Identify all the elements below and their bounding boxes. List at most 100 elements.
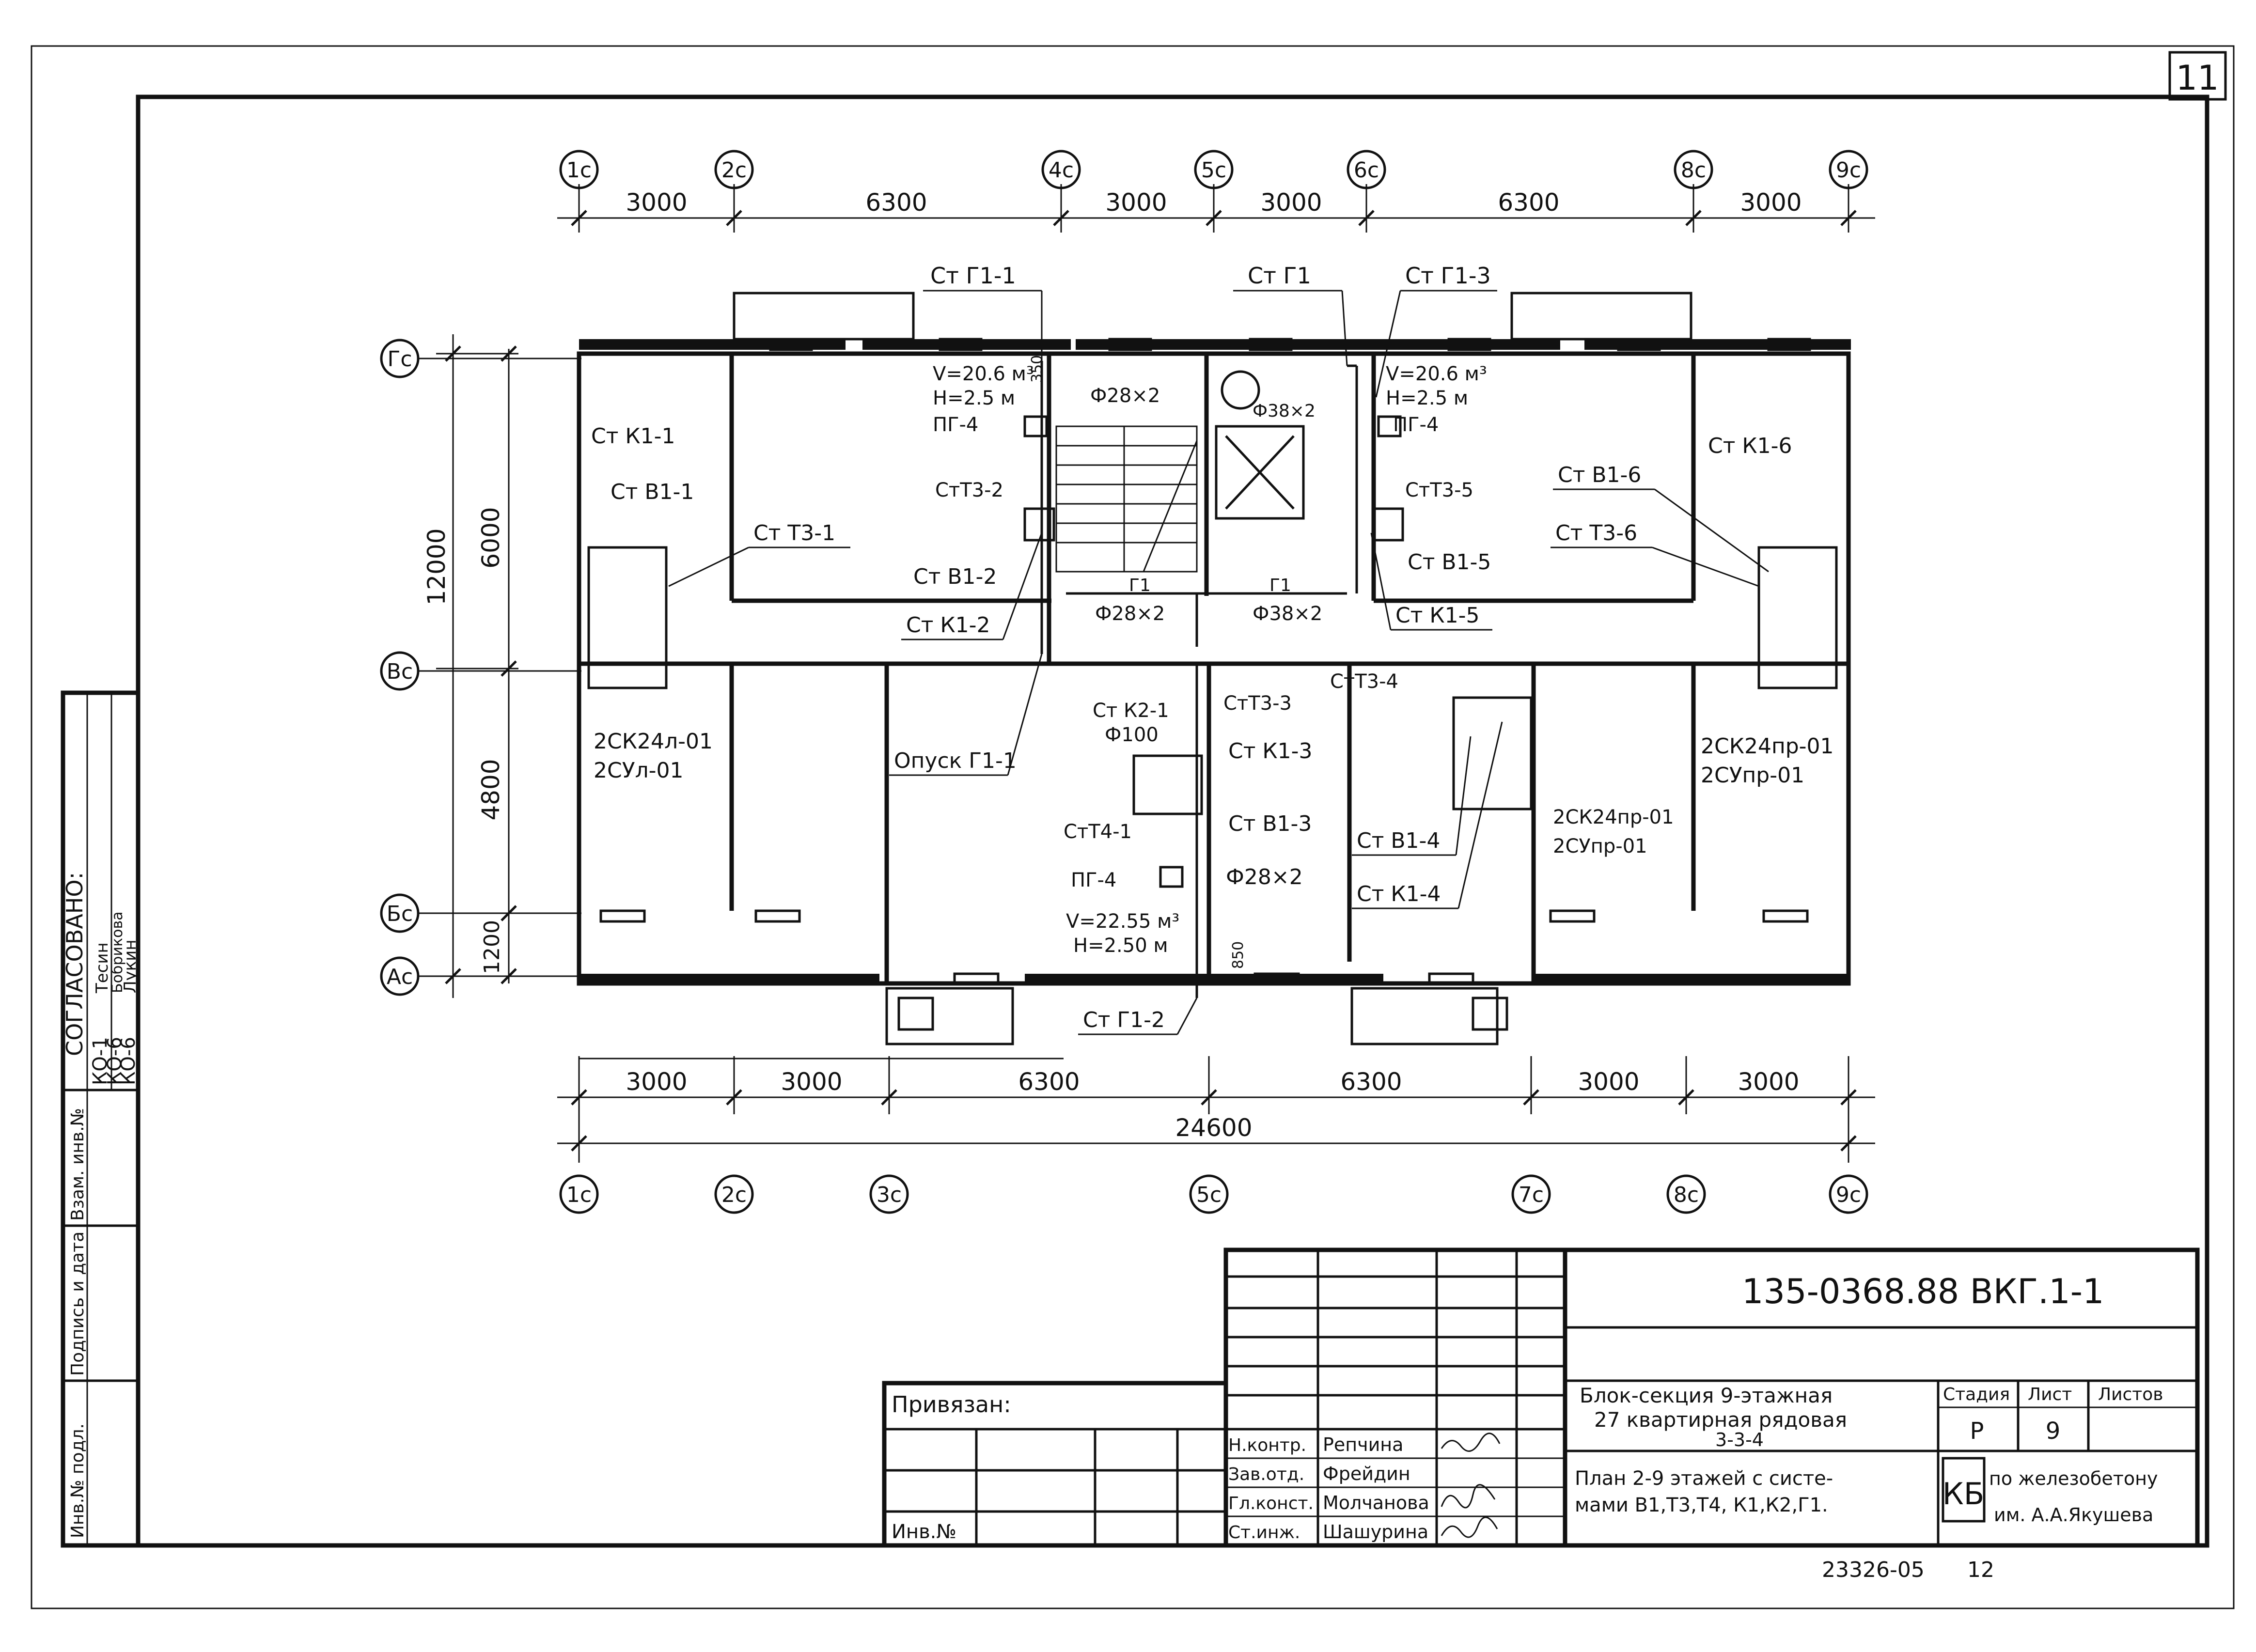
sheet-number-box xyxy=(2168,51,2227,101)
tb-title-2: 27 квартирная рядовая xyxy=(1594,1408,1847,1432)
label-ct-g1-2: Ст Г1-2 xyxy=(1083,1008,1165,1032)
label-ct-k1-5: Ст К1-5 xyxy=(1395,603,1479,628)
axis-bottom-2c: 2с xyxy=(721,1183,747,1207)
label-ct-t3-3: СтТ3-3 xyxy=(1223,692,1292,715)
tb-sheets-header: Листов xyxy=(2098,1385,2163,1404)
label-ct-k1-2: Ст К1-2 xyxy=(906,613,990,638)
dim-left-4800: 4800 xyxy=(477,759,505,820)
axis-left-Bc: Бс xyxy=(387,902,413,926)
label-ct-v1-3: Ст В1-3 xyxy=(1228,811,1312,836)
label-h-right: Н=2.5 м xyxy=(1386,387,1468,409)
label-h-left: Н=2.5 м xyxy=(933,387,1015,409)
callout-labels: Ст Г1-1 Ст Г1 Ст Г1-3 V=20.6 м³ Н=2.5 м … xyxy=(591,263,1834,1035)
label-ct-g1: Ст Г1 xyxy=(1248,263,1311,289)
top-axis-markers: 1с 2с 4с 5с 6с 8с 9с xyxy=(559,150,1868,189)
tb-role-3: Гл.конст. xyxy=(1228,1494,1314,1513)
side-approval-block: СОГЛАСОВАНО: КО-1 КО-6 КО-6 Тесин Бобрик… xyxy=(61,690,141,1548)
label-phi28x2-low: Ф28×2 xyxy=(1226,865,1303,889)
side-code-3: КО-6 xyxy=(117,1037,140,1085)
side-label-sign: Подпись и дата xyxy=(68,1231,88,1376)
axis-top-4c: 4с xyxy=(1049,158,1074,183)
label-sk-right-2: 2СУпр-01 xyxy=(1701,763,1804,788)
side-name-2: Бобрикова xyxy=(109,911,126,993)
label-ct-t3-4: СтТ3-4 xyxy=(1330,670,1398,693)
label-ct-v1-2: Ст В1-2 xyxy=(913,564,997,589)
building-plan xyxy=(577,292,1851,1045)
axis-top-9c: 9с xyxy=(1836,158,1861,183)
sheet-number: 11 xyxy=(2176,58,2219,98)
tb-doc-code: 135-0368.88 ВКГ.1-1 xyxy=(1742,1272,2104,1311)
label-g1-left: Г1 xyxy=(1129,576,1151,595)
tb-sheet-title-2: мами В1,Т3,Т4, К1,К2,Г1. xyxy=(1575,1494,1828,1516)
tb-org-2: им. А.А.Якушева xyxy=(1994,1504,2153,1526)
axis-bottom-3c: 3с xyxy=(877,1183,902,1207)
dim-left-6000: 6000 xyxy=(477,507,505,568)
dim-top-5: 6300 xyxy=(1498,188,1559,217)
dim-bottom-3: 6300 xyxy=(1018,1068,1080,1096)
bottom-dimension-chains: 3000 3000 6300 6300 3000 3000 24600 xyxy=(557,1056,1875,1163)
tb-stage: Р xyxy=(1970,1418,1984,1445)
label-g1-right: Г1 xyxy=(1269,576,1291,595)
axis-left-Gc: Гс xyxy=(387,347,412,372)
tb-stage-header: Стадия xyxy=(1943,1385,2010,1404)
axis-left-Ac: Ас xyxy=(387,965,413,989)
label-sk-right-1: 2СК24пр-01 xyxy=(1701,734,1834,759)
tb-title-1: Блок-секция 9-этажная xyxy=(1580,1384,1833,1407)
label-vol-right: V=20.6 м³ xyxy=(1386,363,1487,385)
label-ct-v1-6: Ст В1-6 xyxy=(1558,463,1641,487)
side-code-2: КО-6 xyxy=(104,1037,126,1085)
tb-inv-no: Инв.№ xyxy=(892,1521,956,1543)
label-h-center: Н=2.50 м xyxy=(1073,935,1168,957)
side-label-vzam: Взам. инв.№ xyxy=(68,1108,88,1221)
label-sk-left-2: 2СУл-01 xyxy=(594,758,684,783)
label-phi28x2-mid: Ф28×2 xyxy=(1095,603,1165,625)
side-code-1: КО-1 xyxy=(89,1037,111,1085)
tb-role-1: Н.контр. xyxy=(1228,1435,1306,1455)
dim-bottom-total: 24600 xyxy=(1175,1114,1252,1142)
label-d350: 350 xyxy=(1029,355,1046,383)
dim-bottom-5: 3000 xyxy=(1578,1068,1639,1096)
dim-top-6: 3000 xyxy=(1740,188,1802,217)
label-phi38x2-top: Ф38×2 xyxy=(1253,401,1316,421)
pipe-network xyxy=(1040,361,1358,998)
label-d850: 850 xyxy=(1230,941,1247,969)
dim-top-4: 3000 xyxy=(1260,188,1322,217)
axis-top-8c: 8с xyxy=(1681,158,1706,183)
dim-bottom-6: 3000 xyxy=(1738,1068,1799,1096)
axis-top-5c: 5с xyxy=(1201,158,1226,183)
bottom-note-left: 23326-05 xyxy=(1822,1558,1925,1582)
label-ct-g1-1: Ст Г1-1 xyxy=(930,263,1016,289)
tb-name-3: Молчанова xyxy=(1323,1492,1429,1513)
side-title: СОГЛАСОВАНО: xyxy=(62,872,88,1056)
top-dimension-chain: 3000 6300 3000 3000 6300 3000 xyxy=(557,184,1875,233)
label-opusk: Опуск Г1-1 xyxy=(894,748,1017,773)
label-pg-right: ПГ-4 xyxy=(1393,414,1439,436)
label-ct-t3-2: СтТ3-2 xyxy=(935,479,1003,501)
tb-org-1: по железобетону xyxy=(1989,1468,2158,1489)
signature-4 xyxy=(1441,1516,1498,1538)
tb-sheet: 9 xyxy=(2046,1418,2061,1445)
label-ct-t4-1: СтТ4-1 xyxy=(1064,821,1132,843)
signature-1 xyxy=(1441,1433,1501,1452)
label-pg-center: ПГ-4 xyxy=(1071,869,1116,891)
axis-left-Vc: Вс xyxy=(387,659,413,684)
label-phi38x2-mid: Ф38×2 xyxy=(1253,603,1322,625)
tb-name-4: Шашурина xyxy=(1323,1521,1428,1543)
dim-top-1: 3000 xyxy=(626,188,687,217)
label-phi28x2-top: Ф28×2 xyxy=(1090,385,1160,407)
label-ct-k2-1: Ст К2-1 xyxy=(1093,700,1169,722)
axis-top-1c: 1с xyxy=(566,158,592,183)
label-ct-v1-4: Ст В1-4 xyxy=(1357,828,1440,853)
label-vol-left: V=20.6 м³ xyxy=(933,363,1034,385)
tb-role-2: Зав.отд. xyxy=(1228,1465,1304,1484)
label-phi100: Ф100 xyxy=(1105,724,1159,746)
label-ct-g1-3: Ст Г1-3 xyxy=(1405,263,1491,289)
label-pg-left: ПГ-4 xyxy=(933,414,978,436)
label-sk-left-1: 2СК24л-01 xyxy=(594,729,713,754)
label-sk-mid-2: 2СУпр-01 xyxy=(1553,835,1647,857)
axis-top-2c: 2с xyxy=(721,158,747,183)
label-ct-t3-1: Ст Т3-1 xyxy=(753,521,835,545)
label-ct-k1-6: Ст К1-6 xyxy=(1708,434,1792,458)
label-ct-t3-5: СтТ3-5 xyxy=(1405,479,1473,501)
dim-left-12000: 12000 xyxy=(423,528,451,605)
